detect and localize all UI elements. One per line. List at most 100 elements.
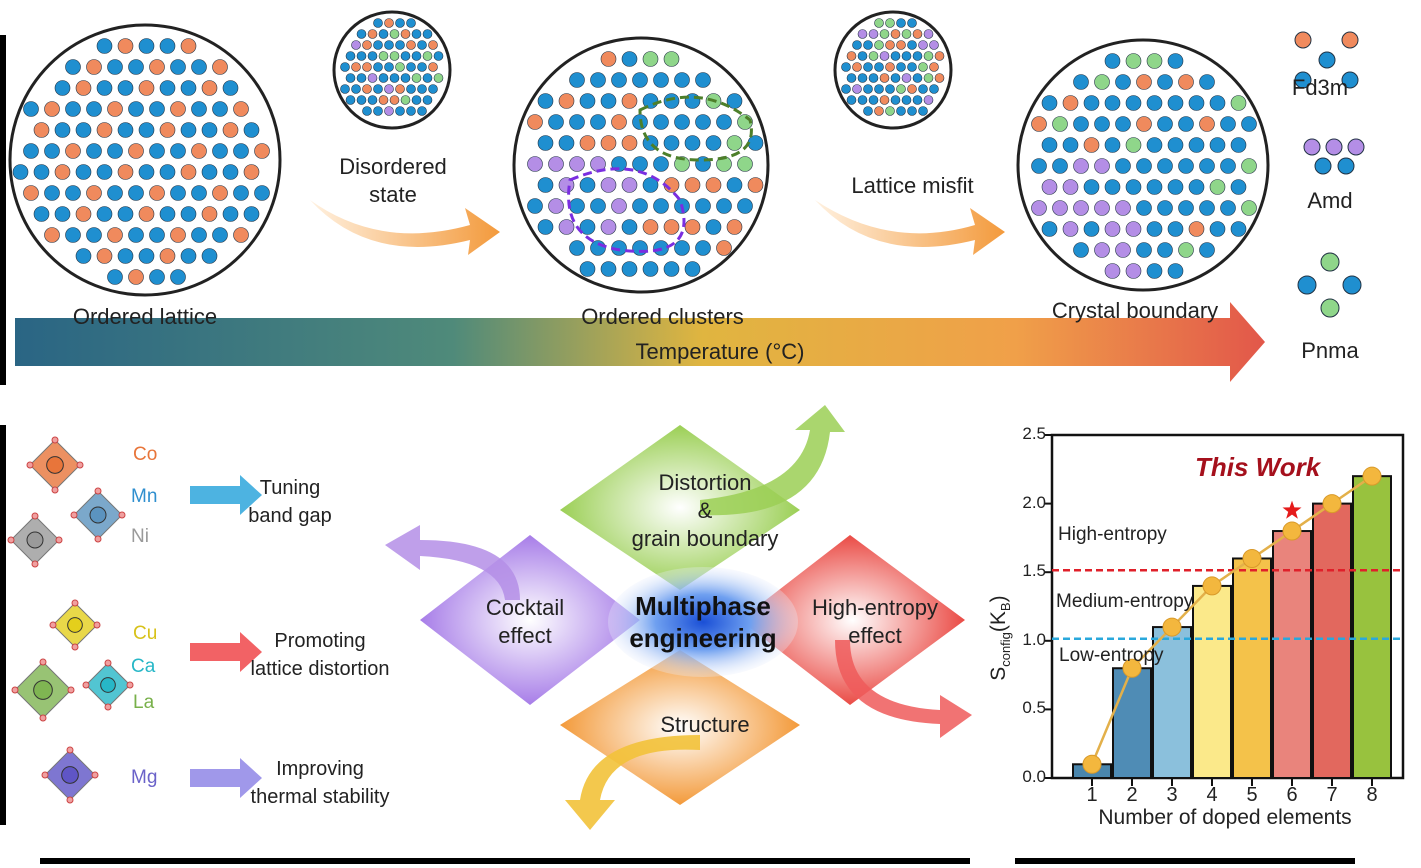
atom [1167,179,1184,195]
atom [201,248,218,264]
atom [674,240,690,256]
atom [400,29,411,39]
atom [362,40,372,50]
atom [569,114,585,130]
atom [841,62,851,72]
atom [222,80,239,96]
atom [395,84,405,94]
atom [621,219,638,235]
y-tick-label: 0.0 [1022,767,1046,786]
atom [406,62,416,72]
fd3m-atom [1341,71,1359,89]
atom [212,59,228,75]
atom [1220,200,1236,216]
oxygen-atom [66,746,74,754]
element-cu: Cu [133,623,158,644]
atom [428,84,438,94]
atom [653,114,669,130]
atom [896,62,906,72]
atom [907,40,917,50]
atom [879,95,890,105]
oxygen-atom [31,560,39,568]
atom [117,164,134,180]
atom [433,73,444,83]
y-tick-label: 0.5 [1022,698,1046,718]
circle-border [833,10,953,130]
effect-arrow-icon [190,475,262,515]
atom [653,198,669,214]
atom [918,106,928,116]
oxygen-atom [76,461,84,469]
atom [428,62,438,72]
polyhedron-la [11,658,75,722]
atom [674,72,690,88]
atom [1146,179,1163,195]
atom [180,80,197,96]
petal-line: effect [848,623,902,648]
oxygen-atom [118,511,126,519]
atom [138,164,155,180]
atom [907,84,917,94]
atom [222,122,239,138]
atom [1073,116,1089,132]
atom [896,84,906,94]
atom [86,101,102,117]
atom [923,73,934,83]
element-co: Co [133,444,158,465]
atom [212,227,228,243]
atom [1104,179,1121,195]
central-atom [67,617,83,633]
atom [159,248,176,264]
central-atom [33,680,53,700]
atom [107,101,123,117]
amd-atom [1314,157,1332,175]
atom [149,269,165,285]
atom [537,93,554,109]
atom [923,95,934,105]
ordered-clusters-circle [512,36,770,294]
atom [128,269,144,285]
atom [912,73,923,83]
atom [212,185,228,201]
atom [149,227,165,243]
atom [384,18,394,28]
atom [128,227,144,243]
atom [841,84,851,94]
atom [1146,53,1163,69]
atom [1230,179,1247,195]
panel-border [0,35,6,385]
trend-point [1322,494,1342,514]
atom [874,106,884,116]
atom [212,143,228,159]
atom [65,227,81,243]
oxygen-atom [49,621,57,629]
atom [1157,74,1173,90]
atom [1178,116,1194,132]
atom [75,80,92,96]
oxygen-atom [11,686,19,694]
atom [684,135,701,151]
atom [737,156,753,172]
atom [1188,179,1205,195]
cluster-outline-amd [567,167,686,253]
atom [33,164,50,180]
petal-bottom [560,650,800,805]
atom [632,72,648,88]
legend-amd: Amd [1307,188,1353,213]
atom [579,93,596,109]
atom [33,122,50,138]
legend-pnma: Pnma [1301,338,1359,363]
atom [632,156,648,172]
central-atom [26,531,44,549]
atom [579,135,596,151]
atom [569,240,585,256]
petal-top-label: Distortion&grain boundary [590,469,820,553]
atom [367,73,378,83]
atom [345,95,356,105]
atom [107,143,123,159]
amd-atom [1325,138,1343,156]
atom [674,114,690,130]
effect-line: Improving [276,758,364,780]
atom [138,38,155,54]
